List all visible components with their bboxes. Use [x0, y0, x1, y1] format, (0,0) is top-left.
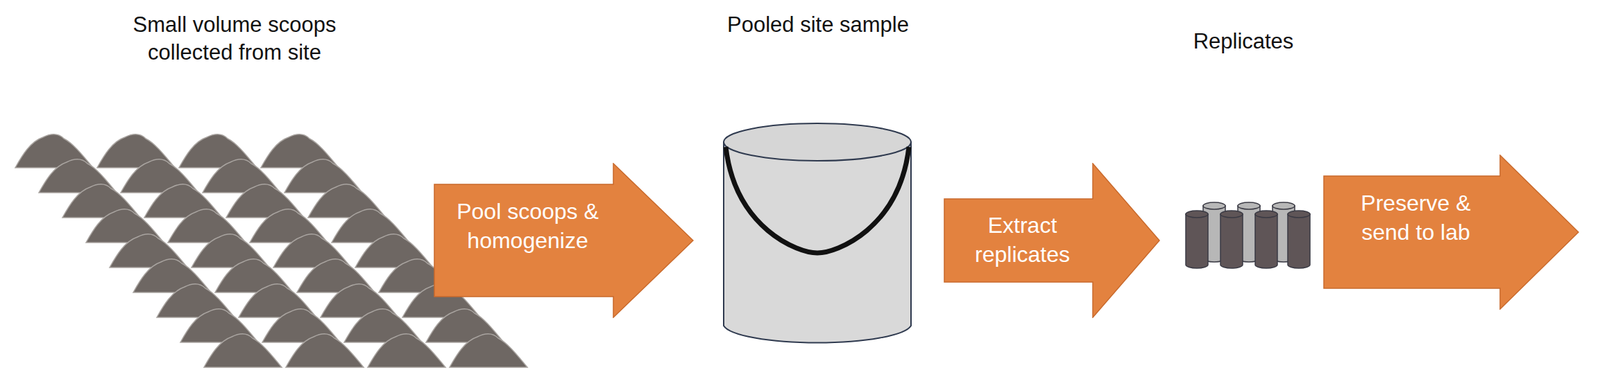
tube [1185, 214, 1208, 269]
tube-top [1287, 210, 1310, 218]
tube-top [1203, 202, 1226, 210]
tube-top [1237, 202, 1261, 210]
replicate-tubes [1185, 202, 1310, 269]
section-heading: Replicates [1139, 27, 1348, 56]
scoop-mound [285, 334, 364, 368]
tube-top [1220, 210, 1243, 218]
process-arrow: Extract replicates [943, 163, 1161, 319]
tube-top [1185, 210, 1208, 218]
tube-top [1255, 210, 1278, 218]
tube-top [1272, 202, 1295, 210]
arrow-shape [943, 163, 1161, 319]
process-arrow: Preserve & send to lab [1323, 154, 1580, 311]
tube [1287, 214, 1310, 269]
section-heading: Pooled site sample [713, 11, 923, 39]
bucket [723, 123, 912, 344]
process-arrow: Pool scoops & homogenize [433, 163, 694, 319]
arrow-label: Extract replicates [947, 211, 1097, 270]
arrow-outline [1323, 155, 1579, 310]
arrow-outline [944, 163, 1160, 318]
arrow-outline [434, 163, 694, 318]
arrow-label: Pool scoops & homogenize [453, 197, 603, 256]
scoop-mound [449, 334, 528, 368]
section-heading: Small volume scoops collected from site [109, 11, 360, 68]
tube [1220, 214, 1243, 269]
arrow-label: Preserve & send to lab [1341, 189, 1491, 248]
scoop-mound [367, 334, 446, 368]
scoop-mound [203, 334, 282, 368]
tube [1255, 214, 1278, 269]
